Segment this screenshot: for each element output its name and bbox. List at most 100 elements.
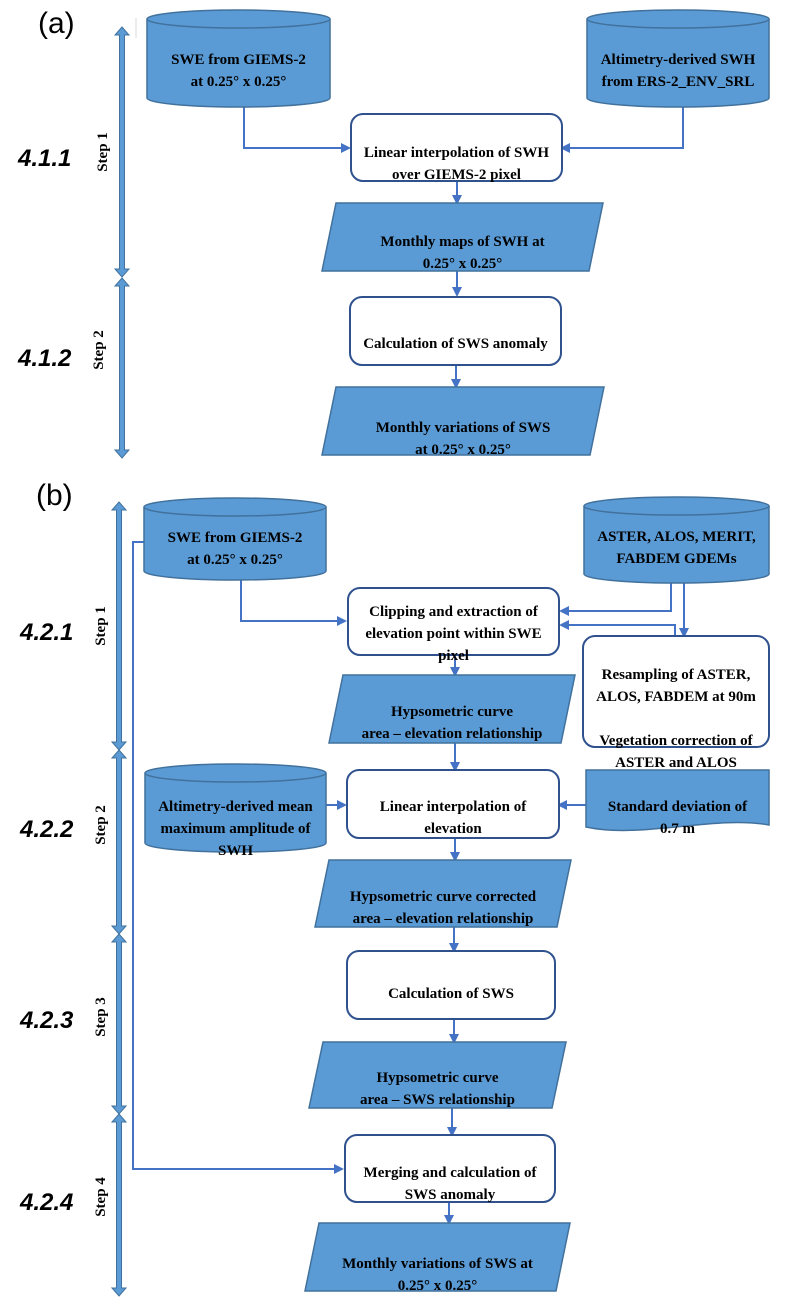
parallelogram xyxy=(321,202,604,272)
node-text-line: ALOS, FABDEM at 90m xyxy=(596,689,756,705)
node-text-line: at 0.25° x 0.25° xyxy=(187,552,283,568)
connector-arrow xyxy=(559,583,672,616)
connector-arrow xyxy=(559,620,676,637)
database-swe-giems: SWE from GIEMS-2 at 0.25° x 0.25° xyxy=(146,9,331,108)
node-text-line: SWE from GIEMS-2 xyxy=(168,530,303,546)
cylinder-top xyxy=(143,497,327,517)
node-text-line: Hypsometric curve corrected xyxy=(350,889,537,905)
cylinder-top xyxy=(586,9,770,29)
process-box xyxy=(349,296,562,366)
process-linear-interpolation-swh: Linear interpolation of SWH over GIEMS-2 … xyxy=(350,113,563,183)
node-text-line: Clipping and extraction of xyxy=(369,604,539,620)
node-text-line: area – elevation relationship xyxy=(362,726,543,742)
cylinder-body xyxy=(143,507,327,581)
section-number: 4.2.1 xyxy=(19,619,73,646)
node-text-line: Altimetry-derived mean xyxy=(158,799,313,815)
node-text-line: at 0.25° x 0.25° xyxy=(191,74,287,90)
database-swe-giems: SWE from GIEMS-2 at 0.25° x 0.25° xyxy=(143,497,327,581)
node-text-line: FABDEM GDEMs xyxy=(616,551,736,567)
double-arrow-icon xyxy=(110,1113,128,1297)
section-number: 4.2.2 xyxy=(19,816,74,843)
step-bar-a1 xyxy=(113,26,131,278)
connector-arrow xyxy=(240,580,347,626)
data-monthly-variations-sws: Monthly variations of SWS at 0.25° x 0.25… xyxy=(321,386,605,458)
panel-label-b: (b) xyxy=(36,479,73,512)
node-text-line: area – elevation relationship xyxy=(353,911,534,927)
process-box xyxy=(347,587,560,656)
step-label: Step 4 xyxy=(93,1177,109,1217)
step-label: Step 2 xyxy=(93,805,109,845)
node-text-line: 0.7 m xyxy=(660,821,696,837)
cylinder-top xyxy=(146,9,331,29)
node-text-line: Linear interpolation of xyxy=(380,799,527,815)
step-bar-b2 xyxy=(110,749,128,935)
double-arrow-icon xyxy=(110,501,128,751)
cylinder-body xyxy=(146,19,331,108)
step-bar-b3 xyxy=(110,933,128,1115)
node-text-line: SWH xyxy=(218,843,253,859)
parallelogram xyxy=(314,859,572,928)
section-number: 4.1.1 xyxy=(17,145,71,172)
node-text-line: ASTER and ALOS xyxy=(615,755,737,771)
node-text-line: SWS anomaly xyxy=(405,1187,496,1203)
panel-label-a: (a) xyxy=(38,7,75,40)
node-text-line: SWE from GIEMS-2 xyxy=(171,52,306,68)
double-arrow-icon xyxy=(110,933,128,1115)
node-text-line: elevation xyxy=(424,821,482,837)
parallelogram xyxy=(328,674,576,744)
process-box xyxy=(344,1134,556,1203)
process-box xyxy=(346,950,556,1020)
node-text-line: Monthly variations of SWS xyxy=(376,420,551,436)
process-resampling-vegetation-correction: Resampling of ASTER, ALOS, FABDEM at 90mV… xyxy=(582,635,770,771)
data-hypsometric-curve-corrected: Hypsometric curve corrected area – elevat… xyxy=(314,859,572,928)
node-text-line: Resampling of ASTER, xyxy=(602,667,751,683)
connector-arrow xyxy=(243,107,351,153)
double-arrow-icon xyxy=(113,277,131,459)
cylinder-top xyxy=(144,763,327,783)
step-label: Step 1 xyxy=(93,606,109,646)
cylinder-top xyxy=(583,496,770,516)
data-hypsometric-curve-sws: Hypsometric curve area – SWS relationship xyxy=(308,1041,567,1109)
node-text-line: Merging and calculation of xyxy=(364,1165,538,1181)
process-linear-interpolation-elevation: Linear interpolation of elevation xyxy=(346,769,560,839)
double-arrow-icon xyxy=(113,26,131,278)
node-text-line: Linear interpolation of SWH xyxy=(364,145,549,161)
node-text-line: over GIEMS-2 pixel xyxy=(392,167,521,183)
document-standard-deviation: Standard deviation of 0.7 m xyxy=(585,769,770,837)
node-text-line: Vegetation correction of xyxy=(599,733,753,749)
double-arrow-icon xyxy=(110,749,128,935)
process-merging-sws-anomaly: Merging and calculation of SWS anomaly xyxy=(344,1134,556,1203)
node-text-line: 0.25° x 0.25° xyxy=(423,256,503,272)
process-sws-anomaly: Calculation of SWS anomaly xyxy=(349,296,562,366)
data-monthly-maps-swh: Monthly maps of SWH at0.25° x 0.25° xyxy=(321,202,604,272)
parallelogram xyxy=(321,386,605,456)
process-box xyxy=(346,769,560,839)
step-label: Step 3 xyxy=(93,997,109,1037)
node-text-line: ASTER, ALOS, MERIT, xyxy=(597,529,756,545)
step-bar-b1 xyxy=(110,501,128,751)
parallelogram xyxy=(308,1041,567,1109)
node-text-line: Hypsometric curve xyxy=(376,1070,498,1086)
panel-b: (b) 4.2.1 Step 1 4.2.2 Step 2 4.2.3 Step… xyxy=(19,479,770,1297)
step-bar-b4 xyxy=(110,1113,128,1297)
node-text-line: pixel xyxy=(438,648,469,664)
node-text-line: area – SWS relationship xyxy=(360,1092,515,1108)
cylinder-body xyxy=(144,773,327,853)
node-text-line: Altimetry-derived SWH xyxy=(601,52,756,68)
section-number: 4.1.2 xyxy=(17,345,72,372)
node-text-line: at 0.25° x 0.25° xyxy=(415,442,511,458)
step-label: Step 1 xyxy=(95,132,111,172)
section-number: 4.2.3 xyxy=(19,1007,74,1034)
cylinder-body xyxy=(583,506,770,584)
data-monthly-variations-sws: Monthly variations of SWS at 0.25° x 0.25… xyxy=(304,1222,571,1294)
process-box xyxy=(582,635,770,748)
node-text-line: Calculation of SWS xyxy=(388,986,514,1002)
node-text-line: Monthly variations of SWS at xyxy=(342,1256,533,1272)
node-text-line: Standard deviation of xyxy=(608,799,748,815)
node-text-line: 0.25° x 0.25° xyxy=(398,1278,478,1294)
node-text-line: maximum amplitude of xyxy=(161,821,312,837)
document-shape xyxy=(585,769,770,832)
database-altimetry-mean-amplitude: Altimetry-derived mean maximum amplitude … xyxy=(144,763,327,859)
